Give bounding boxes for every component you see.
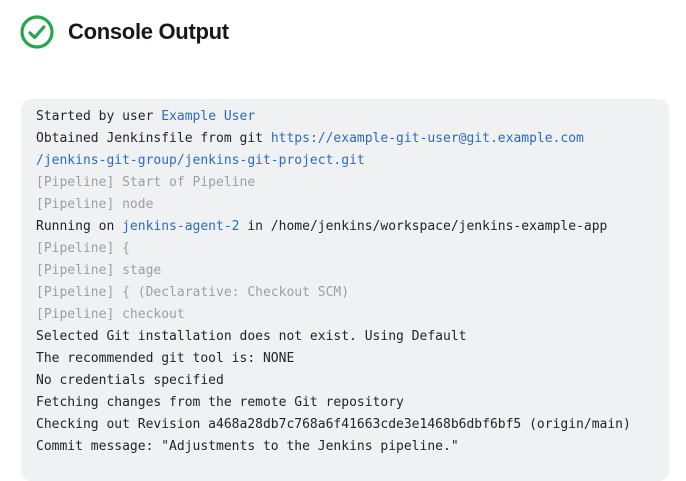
- log-text-muted: [Pipeline] {: [36, 241, 130, 256]
- log-line: [Pipeline] Start of Pipeline: [36, 172, 654, 194]
- console-output-header: Console Output: [19, 12, 686, 52]
- log-text: Selected Git installation does not exist…: [36, 329, 467, 344]
- log-line: Fetching changes from the remote Git rep…: [36, 392, 654, 414]
- log-line: Running on jenkins-agent-2 in /home/jenk…: [36, 216, 654, 238]
- log-text: Fetching changes from the remote Git rep…: [36, 395, 404, 410]
- log-text: Commit message: "Adjustments to the Jenk…: [36, 439, 459, 454]
- log-text: The recommended git tool is: NONE: [36, 351, 295, 366]
- log-line: Obtained Jenkinsfile from git https://ex…: [36, 128, 654, 150]
- log-line: [Pipeline] node: [36, 194, 654, 216]
- log-line: [Pipeline] checkout: [36, 304, 654, 326]
- page-title: Console Output: [68, 19, 229, 44]
- log-text-muted: [Pipeline] stage: [36, 263, 162, 278]
- log-line: Checking out Revision a468a28db7c768a6f4…: [36, 414, 654, 436]
- log-text: Running on: [36, 219, 123, 234]
- log-text: in /home/jenkins/workspace/jenkins-examp…: [239, 219, 608, 234]
- log-line: No credentials specified: [36, 370, 654, 392]
- log-link[interactable]: jenkins-agent-2: [122, 219, 240, 234]
- log-text: Obtained Jenkinsfile from git: [36, 131, 271, 146]
- log-text-muted: [Pipeline] { (Declarative: Checkout SCM): [36, 285, 350, 300]
- log-line: Selected Git installation does not exist…: [36, 326, 654, 348]
- log-line: /jenkins-git-group/jenkins-git-project.g…: [36, 150, 654, 172]
- log-link[interactable]: Example User: [161, 109, 256, 124]
- log-text: Started by user: [36, 109, 162, 124]
- log-text: No credentials specified: [36, 373, 224, 388]
- log-line: Commit message: "Adjustments to the Jenk…: [36, 436, 654, 458]
- log-line: The recommended git tool is: NONE: [36, 348, 654, 370]
- log-text-muted: [Pipeline] checkout: [36, 307, 185, 322]
- success-check-circle-icon: [19, 14, 55, 50]
- log-line: [Pipeline] stage: [36, 260, 654, 282]
- log-line: Started by user Example User: [36, 106, 654, 128]
- log-text: Checking out Revision a468a28db7c768a6f4…: [36, 417, 631, 432]
- log-link[interactable]: /jenkins-git-group/jenkins-git-project.g…: [36, 153, 365, 168]
- log-link[interactable]: https://example-git-user@git.example.com: [270, 131, 584, 146]
- console-output-page: { "header": { "title": "Console Output",…: [0, 12, 686, 481]
- log-text-muted: [Pipeline] node: [36, 197, 154, 212]
- log-line: [Pipeline] { (Declarative: Checkout SCM): [36, 282, 654, 304]
- log-text-muted: [Pipeline] Start of Pipeline: [36, 175, 256, 190]
- log-line: [Pipeline] {: [36, 238, 654, 260]
